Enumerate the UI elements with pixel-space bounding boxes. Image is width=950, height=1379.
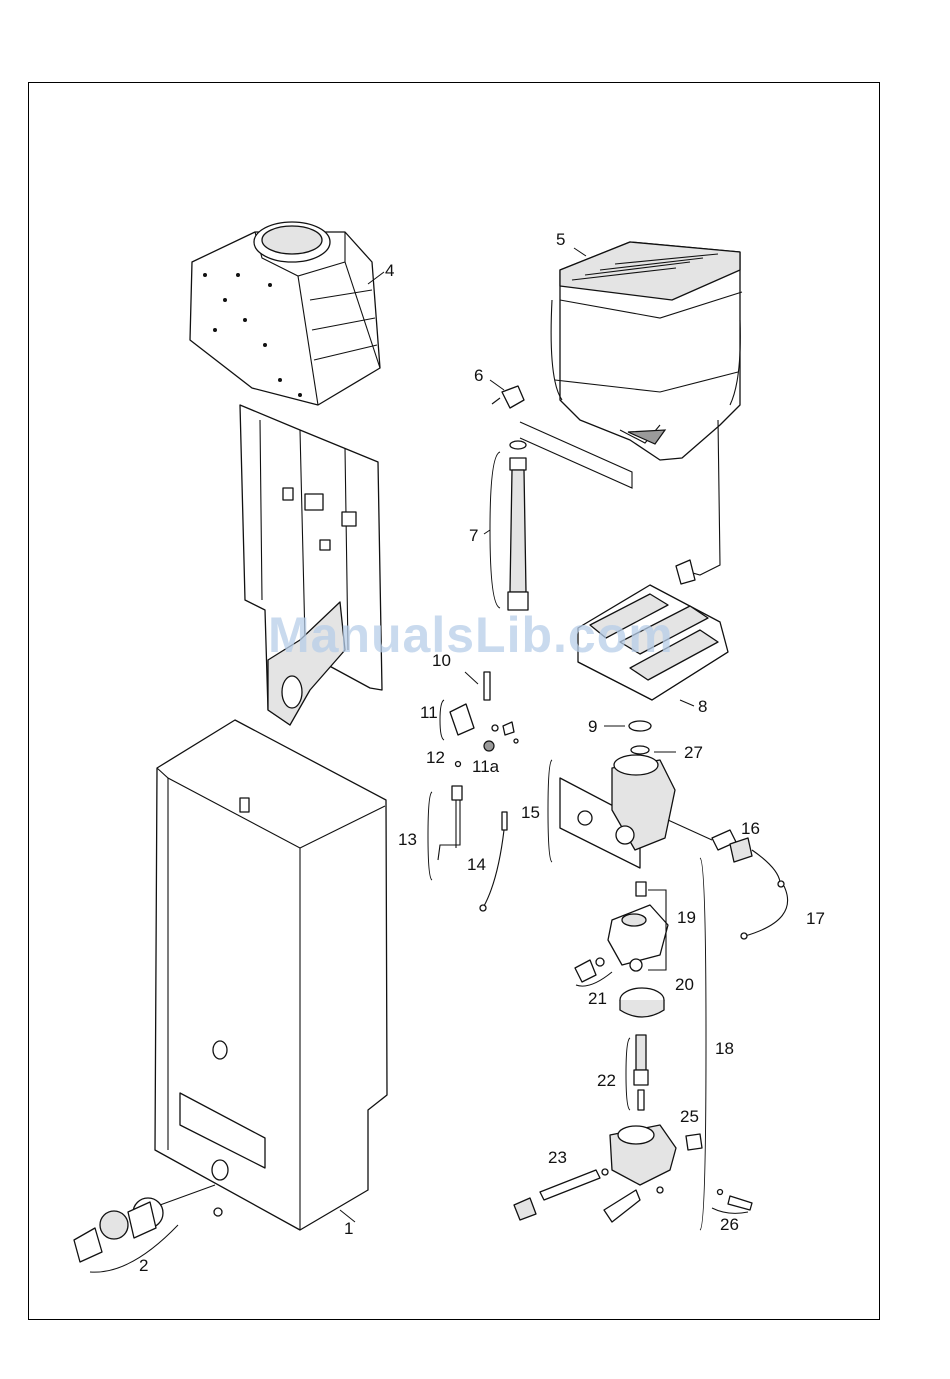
callout-23: 23 [548, 1148, 567, 1167]
watermark: ManualsLib.com [268, 607, 674, 663]
part-6-sensor [490, 380, 524, 408]
callout-9: 9 [588, 717, 597, 736]
back-panel [240, 405, 382, 725]
callout-11a: 11a [472, 757, 500, 776]
callout-6: 6 [474, 366, 483, 385]
callout-4: 4 [385, 261, 394, 280]
callout-7: 7 [469, 526, 478, 545]
callout-26: 26 [720, 1215, 739, 1234]
callout-25: 25 [680, 1107, 699, 1126]
part-7-flex-pipe [484, 441, 528, 610]
callout-1: 1 [344, 1219, 353, 1238]
part-13-14-pipes [428, 786, 507, 911]
part-10-11-12-pilot [440, 672, 518, 767]
part-5-heat-exchanger [520, 242, 742, 584]
callout-19: 19 [677, 908, 696, 927]
callout-22: 22 [597, 1071, 616, 1090]
callout-21: 21 [588, 989, 607, 1008]
callout-20: 20 [675, 975, 694, 994]
part-15-gas-valve [548, 755, 675, 868]
callout-27: 27 [684, 743, 703, 762]
callout-15: 15 [521, 803, 540, 822]
callout-13: 13 [398, 830, 417, 849]
part-9-27-seals [604, 721, 676, 754]
callout-12: 12 [426, 748, 445, 767]
callout-11: 11 [420, 703, 438, 722]
callout-8: 8 [698, 697, 707, 716]
part-4-hood [190, 222, 384, 405]
callout-5: 5 [556, 230, 565, 249]
callout-16: 16 [741, 819, 760, 838]
part-1-casing [155, 720, 387, 1230]
callout-2: 2 [139, 1256, 148, 1275]
callout-17: 17 [806, 909, 825, 928]
callout-18: 18 [715, 1039, 734, 1058]
callout-14: 14 [467, 855, 486, 874]
